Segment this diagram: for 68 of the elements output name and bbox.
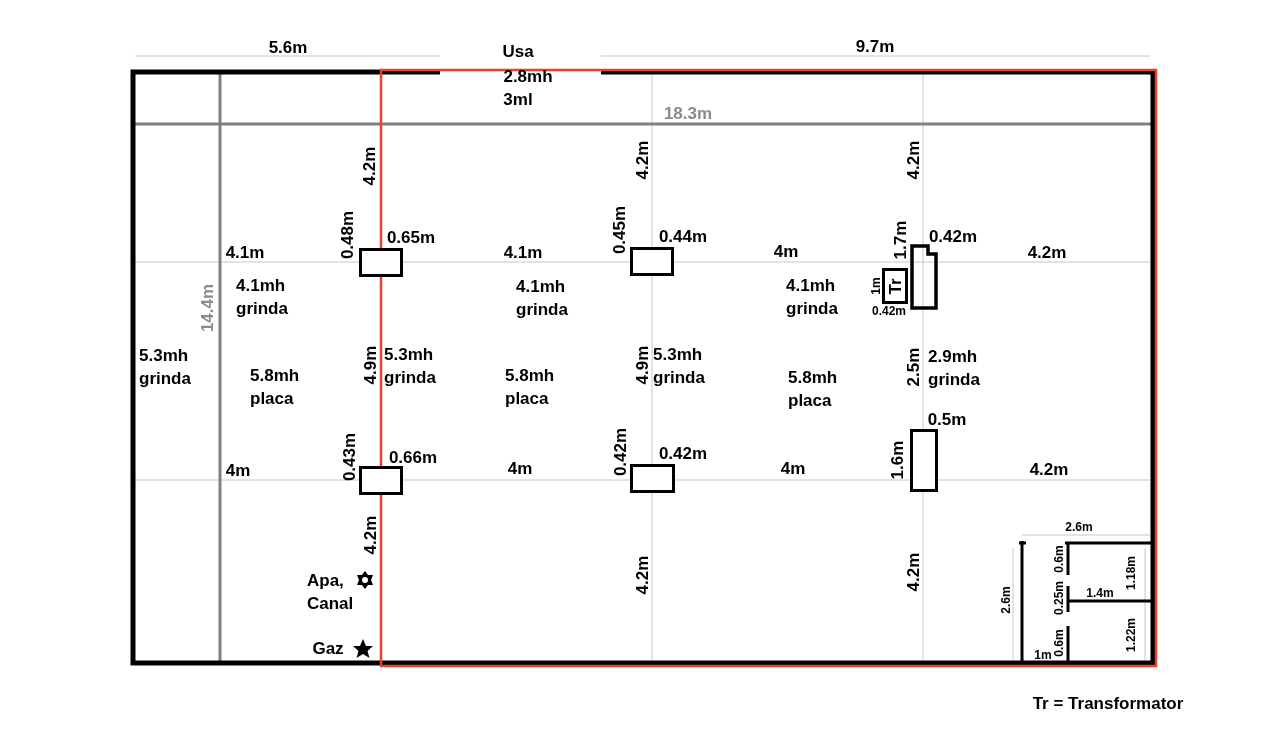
dimension-label: 18.3m (663, 103, 713, 126)
dimension-label: 0.43m (339, 432, 361, 482)
plan-label: 0.44m (658, 226, 708, 249)
plan-label: 0.65m (386, 227, 436, 250)
plan-label: 2.8mh (503, 66, 553, 89)
plan-label: 2.6m (1065, 519, 1093, 536)
dimension-label: 4.9m (360, 345, 382, 385)
plan-label: Usa (502, 41, 534, 64)
plan-label: 5.8mh placa (505, 365, 556, 410)
dimension-label: 4.2m (632, 555, 654, 595)
plan-label: 9.7m (855, 36, 895, 59)
dimension-label: 1m (868, 277, 884, 295)
dimension-label: 1.22m (1123, 618, 1139, 652)
plan-label: 0.42m (658, 443, 708, 466)
plan-label: 4.1m (225, 242, 265, 265)
dimension-label: 1.18m (1123, 556, 1139, 590)
plan-label: 4.1mh grinda (516, 276, 569, 321)
column-box (910, 429, 938, 492)
dimension-label: 4.9m (632, 345, 653, 385)
plan-label: 4.1mh grinda (786, 275, 839, 320)
plan-label: 4m (780, 458, 806, 481)
plan-label: 5.3mh grinda (139, 345, 192, 390)
dimension-label: 0.45m (609, 205, 631, 255)
dimension-label: 14.4m (197, 283, 219, 333)
plan-label: 0.42m (928, 226, 978, 249)
plan-label: 4m (773, 241, 799, 264)
dimension-label: 0.42m (610, 427, 632, 477)
plan-label: 4.1m (503, 242, 543, 265)
plan-label: 4.2m (1029, 459, 1069, 482)
plan-label: 3ml (503, 89, 533, 112)
plan-label: 5.3mh grinda (653, 344, 706, 389)
plan-label: 5.3mh grinda (384, 344, 437, 389)
dimension-label: 4.2m (903, 552, 925, 592)
plan-label: 0.42m (872, 303, 906, 320)
plan-label: 5.8mh placa (788, 367, 839, 412)
transformer-label: Tr (886, 277, 904, 295)
dimension-label: 0.6m (1051, 629, 1067, 657)
plan-label: 5.8mh placa (250, 365, 301, 410)
column-box (359, 466, 403, 495)
column-box (630, 247, 674, 276)
dimension-label: 2.5m (903, 347, 925, 387)
plan-label: 5.6m (268, 37, 308, 60)
transformer-box (882, 268, 908, 304)
dimension-label: 4.2m (360, 515, 382, 555)
plan-label: 0.66m (388, 447, 438, 470)
plan-label: Apa, Canal (307, 570, 355, 615)
plan-label: Gaz (312, 638, 344, 661)
dimension-label: 1.7m (890, 220, 912, 260)
dimension-label: 0.6m (1051, 545, 1067, 573)
plan-label: 1m (1034, 647, 1052, 664)
dimension-label: 4.2m (632, 140, 654, 180)
plan-label: 4m (225, 460, 251, 483)
plan-label: Tr = Transformator (1032, 693, 1184, 716)
dimension-label: 4.2m (359, 146, 381, 186)
dimension-label: 4.2m (903, 140, 925, 180)
dimension-label: 2.6m (998, 586, 1014, 614)
plan-label: 4.1mh grinda (236, 275, 289, 320)
dimension-label: 1.6m (887, 440, 909, 480)
column-outline (910, 244, 938, 310)
dimension-label: 0.25m (1051, 581, 1067, 615)
plan-label: 2.9mh grinda (928, 346, 981, 391)
plan-label: 4.2m (1027, 242, 1067, 265)
plan-label: 1.4m (1086, 585, 1114, 602)
plan-label: 0.5m (927, 409, 967, 432)
plan-label: 4m (507, 458, 533, 481)
dimension-label: 0.48m (337, 210, 359, 260)
column-box (359, 248, 403, 277)
column-box (630, 464, 675, 493)
